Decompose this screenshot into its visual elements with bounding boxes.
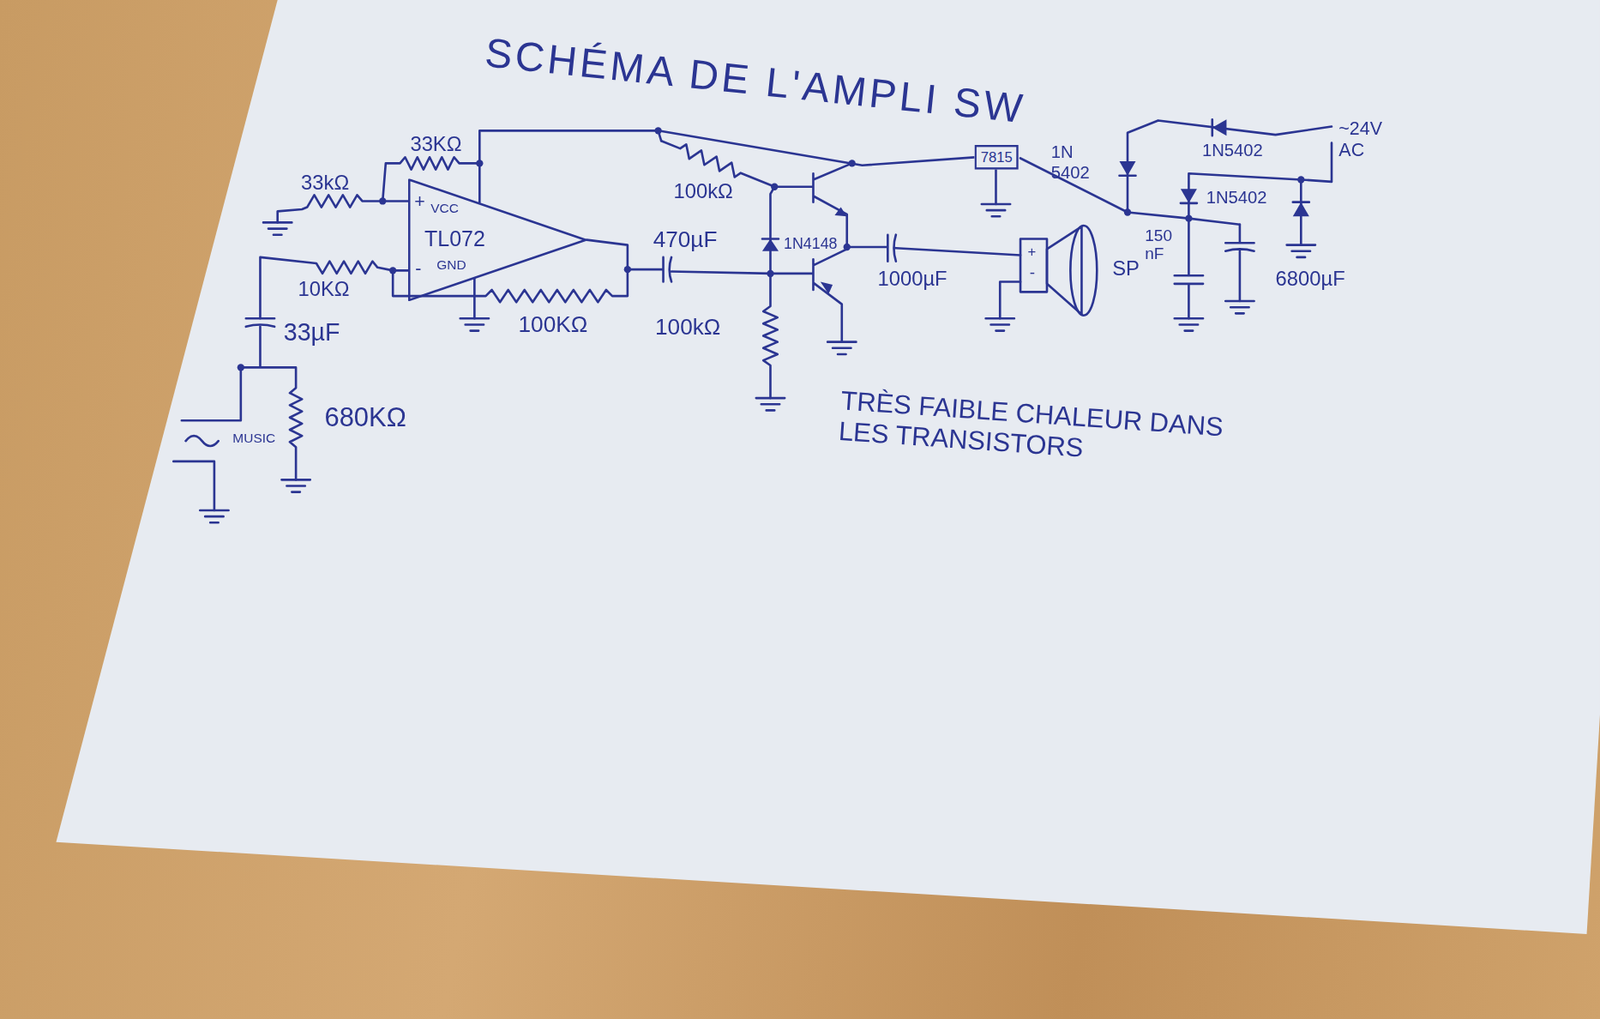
junction-dots: [237, 119, 1310, 371]
supply-wire: [479, 130, 975, 203]
diode-name: 1N5402: [1202, 140, 1264, 161]
supply-label: ~24V AC: [1338, 118, 1395, 161]
capacitor-value: 470µF: [653, 226, 718, 253]
resistor-value: 10KΩ: [297, 277, 349, 301]
signal-name: MUSIC: [232, 431, 276, 447]
resistor-value: 100kΩ: [673, 179, 733, 203]
paper-sheet: [55, 0, 1600, 934]
node-text: +: [414, 191, 426, 213]
capacitor-value: 150 nF: [1144, 226, 1182, 265]
regulator-box: 7815: [974, 144, 1018, 170]
capacitor-value: 33µF: [283, 318, 341, 347]
capacitor-value: 6800µF: [1275, 267, 1346, 291]
node-text: -: [415, 258, 422, 280]
node-text: GND: [436, 258, 466, 274]
resistor-value: 100KΩ: [518, 311, 589, 337]
diode-name: 1N5402: [1206, 187, 1268, 208]
resistor-value: 680KΩ: [324, 403, 406, 434]
pin-sign: +: [1027, 242, 1036, 259]
capacitor-value: 1000µF: [877, 267, 947, 291]
node-text: TL072: [424, 226, 486, 252]
part-name: SP: [1112, 257, 1140, 281]
pin-sign: -: [1029, 263, 1035, 283]
resistor-value: 100kΩ: [655, 314, 721, 341]
node-text: 7815: [980, 149, 1013, 166]
circuit-wires: [173, 119, 1332, 523]
resistor-value: 33kΩ: [300, 171, 349, 195]
diode-name: 1N 5402: [1051, 143, 1101, 184]
diode-name: 1N4148: [783, 234, 838, 253]
opamp-triangle: +VCC TL072-GND: [408, 178, 587, 301]
resistor-value: 33KΩ: [409, 132, 462, 157]
node-text: VCC: [430, 200, 459, 217]
